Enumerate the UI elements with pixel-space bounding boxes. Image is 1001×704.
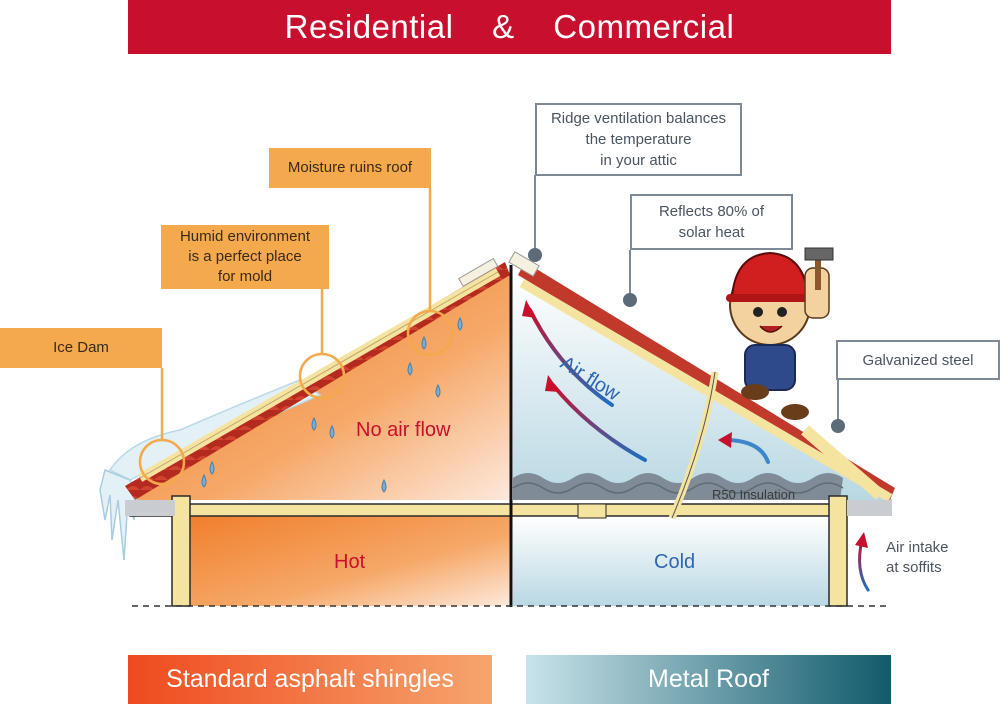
callout-moisture-text: Moisture ruins roof bbox=[287, 159, 413, 176]
footer-asphalt: Standard asphalt shingles bbox=[128, 655, 492, 704]
hot-room-fill bbox=[190, 516, 510, 606]
callout-humid-line1: Humid environment bbox=[179, 228, 311, 245]
footer-asphalt-text: Standard asphalt shingles bbox=[166, 665, 454, 693]
callout-reflects-line2: solar heat bbox=[678, 224, 745, 241]
callout-reflects: Reflects 80% of solar heat bbox=[630, 194, 793, 250]
ceiling-beam bbox=[129, 503, 841, 517]
callout-galvanized: Galvanized steel bbox=[836, 340, 1000, 380]
right-metal-roof bbox=[518, 262, 895, 500]
galvanized-dot bbox=[831, 419, 845, 433]
title-banner: Residential & Commercial bbox=[128, 0, 891, 54]
worker-mascot bbox=[726, 247, 834, 420]
callout-galvanized-text: Galvanized steel bbox=[862, 351, 974, 369]
callout-ridge-line1: Ridge ventilation balances bbox=[550, 110, 727, 127]
reflect-dot bbox=[623, 293, 637, 307]
callout-moisture: Moisture ruins roof bbox=[269, 148, 431, 188]
right-wall bbox=[828, 495, 848, 607]
callout-ice-dam: Ice Dam bbox=[0, 328, 162, 368]
callout-ice-dam-text: Ice Dam bbox=[53, 339, 109, 356]
air-intake-label: Air intake at soffits bbox=[886, 538, 949, 578]
no-air-flow-label: No air flow bbox=[356, 419, 451, 441]
callout-humid-line3: for mold bbox=[217, 268, 273, 285]
callout-ridge-line3: in your attic bbox=[600, 152, 677, 169]
callout-reflects-line1: Reflects 80% of bbox=[658, 203, 765, 220]
callout-humid: Humid environment is a perfect place for… bbox=[161, 225, 329, 289]
callout-ridge: Ridge ventilation balances the temperatu… bbox=[535, 103, 742, 176]
hot-label: Hot bbox=[334, 551, 366, 573]
callout-humid-line2: is a perfect place bbox=[188, 248, 302, 265]
footer-metal: Metal Roof bbox=[526, 655, 891, 704]
air-intake-line2: at soffits bbox=[886, 559, 942, 576]
insulation-label: R50 Insulation bbox=[712, 487, 796, 502]
water-drops bbox=[201, 316, 463, 493]
air-flow-arrows bbox=[522, 300, 870, 592]
page-title: Residential & Commercial bbox=[284, 8, 735, 45]
air-intake-line1: Air intake bbox=[886, 539, 949, 556]
ridge-dot bbox=[528, 248, 542, 262]
r50-insulation bbox=[513, 473, 843, 500]
footer-metal-text: Metal Roof bbox=[648, 665, 769, 693]
cold-room-fill bbox=[513, 516, 829, 606]
cold-label: Cold bbox=[654, 551, 696, 573]
callout-ridge-line2: the temperature bbox=[585, 131, 692, 148]
